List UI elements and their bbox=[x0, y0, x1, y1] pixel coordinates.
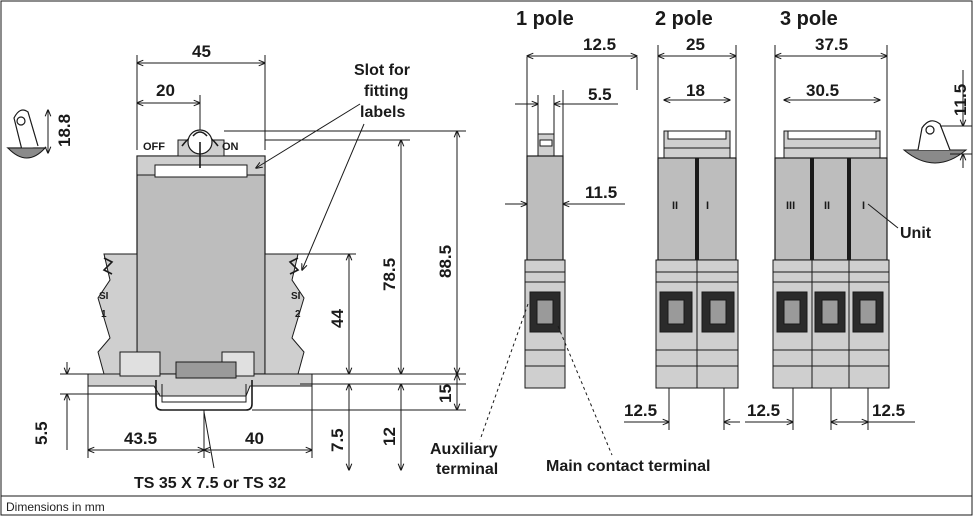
rail-label: TS 35 X 7.5 or TS 32 bbox=[134, 475, 286, 492]
label-unit: Unit bbox=[900, 225, 932, 242]
dim-p2-18: 18 bbox=[686, 81, 705, 100]
pole3-body bbox=[774, 157, 888, 261]
terminal-left bbox=[97, 253, 138, 375]
label-p2-I: I bbox=[706, 200, 709, 212]
view-3-pole: III II I 37.5 30.5 Unit bbox=[772, 35, 932, 389]
dim-15: 15 bbox=[436, 384, 455, 403]
rocker-knob-left-icon bbox=[6, 109, 47, 159]
dim-p1-12-5: 12.5 bbox=[583, 35, 616, 54]
rocker-knob-right-icon bbox=[902, 120, 968, 164]
label-si-left: SI bbox=[99, 291, 109, 302]
dim-43-5: 43.5 bbox=[124, 429, 157, 448]
label-p3-I: I bbox=[862, 200, 865, 212]
dim-7-5: 7.5 bbox=[328, 428, 347, 452]
dim-12: 12 bbox=[380, 427, 399, 446]
dim-44: 44 bbox=[328, 309, 347, 328]
label-si-left-num: 1 bbox=[101, 309, 107, 320]
header-1-pole: 1 pole bbox=[516, 8, 574, 30]
dim-88-5: 88.5 bbox=[436, 245, 455, 278]
dim-45: 45 bbox=[192, 42, 211, 61]
label-on: ON bbox=[222, 141, 239, 153]
dim-78-5: 78.5 bbox=[380, 258, 399, 291]
dim-p3-37-5: 37.5 bbox=[815, 35, 848, 54]
slot-label-line2: fitting bbox=[364, 83, 408, 100]
dim-p3-30-5: 30.5 bbox=[806, 81, 839, 100]
label-si-right: SI bbox=[291, 291, 301, 302]
label-p3-III: III bbox=[786, 200, 795, 212]
label-aux-line2: terminal bbox=[436, 461, 498, 478]
dim-p1-11-5: 11.5 bbox=[585, 183, 617, 202]
housing bbox=[136, 155, 266, 375]
view-2-pole: II I 25 18 bbox=[655, 35, 739, 389]
dim-18-8: 18.8 bbox=[55, 114, 74, 147]
view-1-pole: 12.5 5.5 11.5 bbox=[505, 35, 637, 389]
dim-p2-25: 25 bbox=[686, 35, 705, 54]
label-p2-II: II bbox=[672, 200, 678, 212]
pole1-body bbox=[526, 155, 564, 261]
side-view: 18.8 OFF ON SI 1 SI 2 45 bbox=[6, 42, 466, 492]
footer-dimensions-note: Dimensions in mm bbox=[6, 500, 105, 514]
dim-bottom-12-5-a: 12.5 bbox=[624, 401, 657, 420]
terminal-right bbox=[264, 253, 305, 375]
label-aux-line1: Auxiliary bbox=[430, 441, 498, 458]
header-3-pole: 3 pole bbox=[780, 8, 838, 30]
dim-bottom-12-5-b: 12.5 bbox=[747, 401, 780, 420]
slot-label-line3: labels bbox=[360, 104, 405, 121]
dim-bottom-12-5-c: 12.5 bbox=[872, 401, 905, 420]
dim-40: 40 bbox=[245, 429, 264, 448]
label-off: OFF bbox=[143, 141, 165, 153]
dim-knob-11-5: 11.5 bbox=[951, 84, 970, 116]
dim-p1-5-5: 5.5 bbox=[588, 85, 612, 104]
label-p3-II: II bbox=[824, 200, 830, 212]
slot-label-line1: Slot for bbox=[354, 62, 410, 79]
label-main-contact: Main contact terminal bbox=[546, 458, 710, 475]
dim-5-5-left: 5.5 bbox=[32, 421, 51, 445]
label-si-right-num: 2 bbox=[295, 309, 301, 320]
header-2-pole: 2 pole bbox=[655, 8, 713, 30]
dim-20: 20 bbox=[156, 81, 175, 100]
